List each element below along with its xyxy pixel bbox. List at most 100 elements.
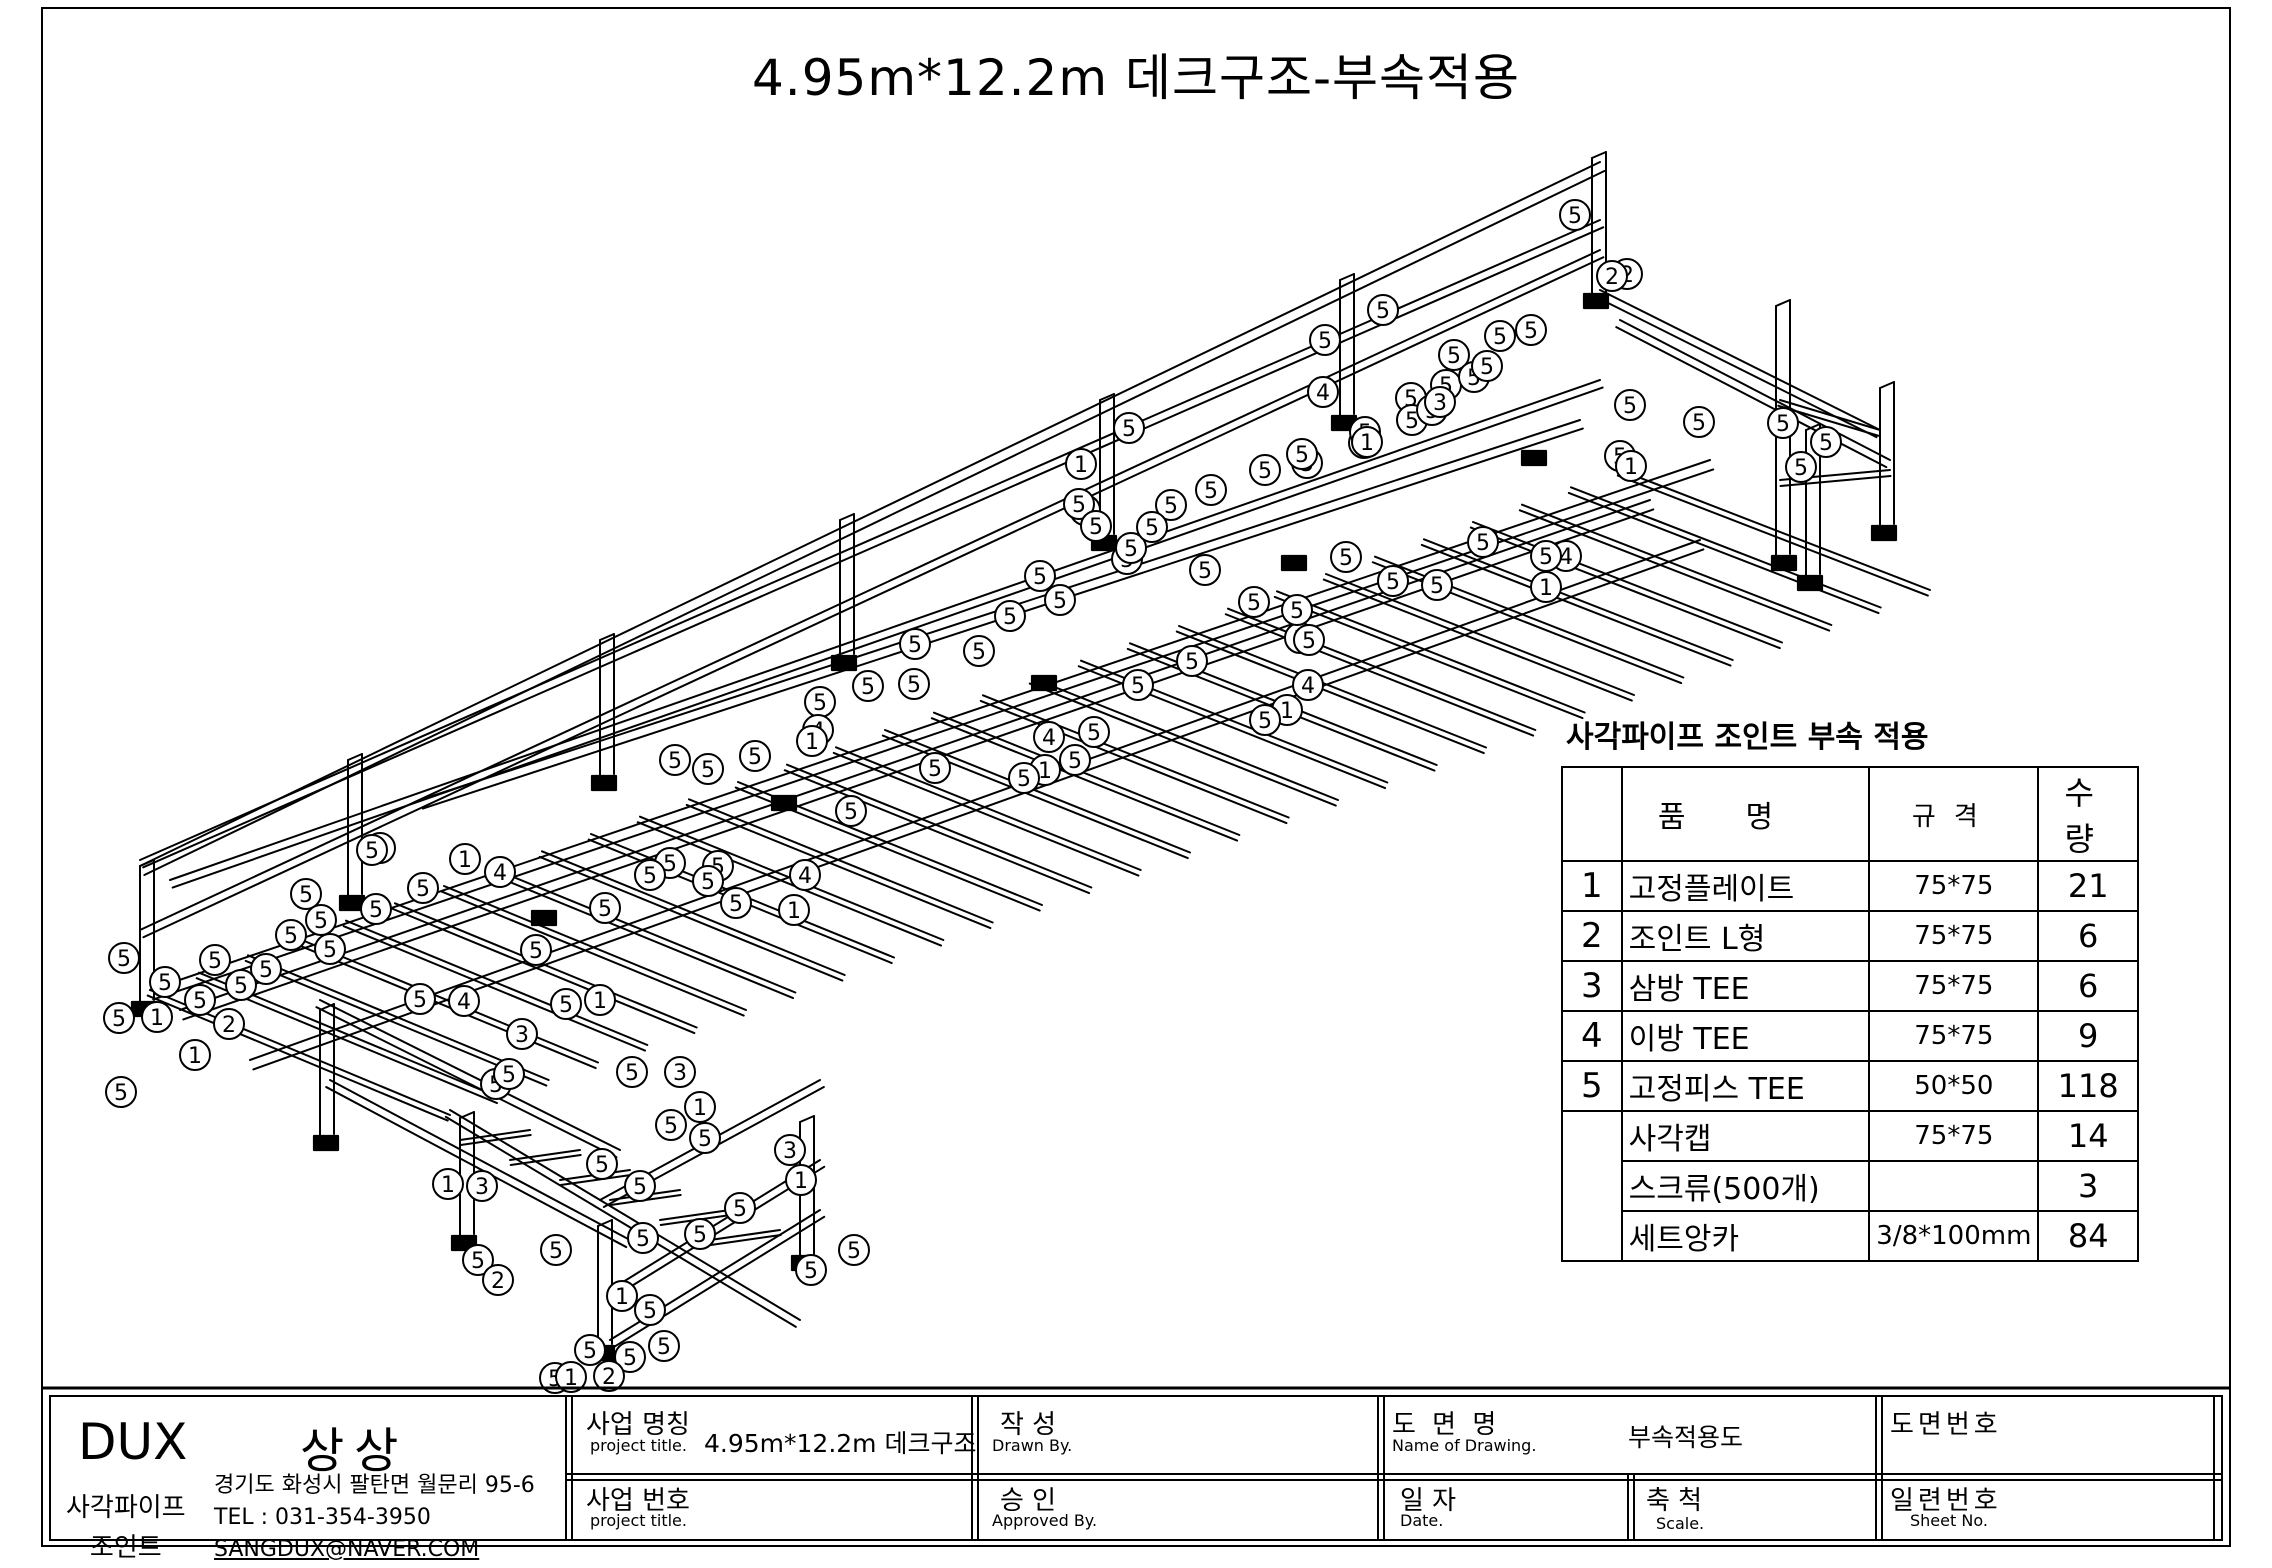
balloon-circle <box>449 843 481 875</box>
cross-joist <box>342 925 647 1052</box>
part-balloon: 5 <box>1467 526 1499 558</box>
balloon-number: 5 <box>117 947 131 972</box>
part-balloon: 5 <box>684 1218 716 1250</box>
part-no: 1 <box>1561 860 1623 912</box>
balloon-circle <box>627 1222 659 1254</box>
balloon-number: 5 <box>633 1175 647 1200</box>
part-balloon: 5 <box>1421 569 1453 601</box>
balloon-circle <box>606 1280 638 1312</box>
part-name: 고정플레이트 <box>1620 860 1871 912</box>
balloon-circle <box>290 878 322 910</box>
balloon-number: 5 <box>595 1153 609 1178</box>
balloon-number: 5 <box>701 758 715 783</box>
balloon-circle <box>1367 294 1399 326</box>
part-balloon: 5 <box>1293 624 1325 656</box>
cross-joist <box>247 954 550 1081</box>
balloon-circle <box>852 670 884 702</box>
part-balloon: 5 <box>520 934 552 966</box>
balloon-number: 2 <box>602 1365 616 1390</box>
cross-joist <box>1028 682 1337 807</box>
balloon-circle <box>1122 669 1154 701</box>
balloon-circle <box>963 635 995 667</box>
part-balloon: 5 <box>1281 594 1313 626</box>
balloon-number: 2 <box>491 1269 505 1294</box>
balloon-circle <box>1615 450 1647 482</box>
balloon-number: 5 <box>1258 709 1272 734</box>
balloon-circle <box>540 1234 572 1266</box>
parts-table-header: 품명 규격 수량 <box>1561 766 2139 862</box>
part-balloon: 1 <box>1615 450 1647 482</box>
part-no: 5 <box>1561 1060 1623 1112</box>
part-balloon: 4 <box>1292 669 1324 701</box>
company-email: SANGDUX@NAVER.COM <box>214 1537 480 1562</box>
cross-joist <box>1322 578 1633 702</box>
drawn-by-label-en: Drawn By. <box>992 1436 1073 1455</box>
cross-joist <box>1420 543 1732 667</box>
part-balloon: 5 <box>1309 324 1341 356</box>
part-qty: 6 <box>2037 960 2139 1012</box>
balloon-number: 5 <box>1539 545 1553 570</box>
balloon-circle <box>550 988 582 1020</box>
balloon-number: 5 <box>1198 559 1212 584</box>
part-balloon: 5 <box>1136 511 1168 543</box>
cross-joist <box>489 873 795 1000</box>
base-plate <box>312 1134 340 1152</box>
balloon-number: 3 <box>515 1023 529 1048</box>
balloon-circle <box>407 872 439 904</box>
part-balloon: 5 <box>739 740 771 772</box>
cross-joist <box>1518 509 1831 632</box>
part-balloon: 5 <box>462 1244 494 1276</box>
balloon-number: 5 <box>549 1239 563 1264</box>
part-balloon: 5 <box>1189 554 1221 586</box>
balloon-number: 5 <box>1386 570 1400 595</box>
part-balloon: 5 <box>616 1056 648 1088</box>
cross-joist <box>933 711 1241 836</box>
balloon-number: 1 <box>188 1044 202 1069</box>
ext-left-rail <box>449 1109 801 1321</box>
balloon-circle <box>1438 339 1470 371</box>
base-plate <box>1796 574 1824 592</box>
part-balloon: 1 <box>1065 448 1097 480</box>
cross-joist <box>1472 521 1783 644</box>
project-name-label-en: project title. <box>590 1436 687 1455</box>
part-balloon: 5 <box>835 795 867 827</box>
part-balloon: 5 <box>1115 532 1147 564</box>
part-balloon: 4 <box>1033 721 1065 753</box>
balloon-circle <box>506 1018 538 1050</box>
balloon-number: 5 <box>234 974 248 999</box>
balloon-number: 5 <box>1068 749 1082 774</box>
balloon-number: 1 <box>593 989 607 1014</box>
date-label: 일 자 <box>1400 1486 1457 1516</box>
base-plate <box>1280 554 1308 572</box>
part-balloon: 5 <box>1530 540 1562 572</box>
part-name: 이방 TEE <box>1620 1010 1871 1062</box>
balloon-number: 5 <box>1072 493 1086 518</box>
part-no <box>1561 1111 1623 1161</box>
part-balloon: 5 <box>1249 704 1281 736</box>
drawing-name-value: 부속적용도 <box>1628 1423 1744 1452</box>
part-no: 4 <box>1561 1010 1623 1062</box>
approved-by-label-en: Approved By. <box>992 1511 1098 1530</box>
balloon-number: 5 <box>1295 443 1309 468</box>
part-balloon: 3 <box>774 1134 806 1166</box>
ext-joist <box>509 1153 582 1166</box>
balloon-number: 5 <box>1258 459 1272 484</box>
cross-joist <box>979 699 1288 825</box>
balloon-circle <box>1249 704 1281 736</box>
balloon-number: 1 <box>1360 431 1374 456</box>
ext-post <box>1879 381 1895 389</box>
ext-right-rail <box>1599 289 1881 431</box>
balloon-circle <box>199 944 231 976</box>
balloon-circle <box>838 1234 870 1266</box>
balloon-number: 4 <box>1042 726 1056 751</box>
balloon-circle <box>584 984 616 1016</box>
part-balloon: 5 <box>689 1122 721 1154</box>
balloon-number: 5 <box>416 877 430 902</box>
balloon-circle <box>684 1091 716 1123</box>
ext-post <box>1775 299 1791 307</box>
ext-left-rail <box>329 1079 631 1241</box>
